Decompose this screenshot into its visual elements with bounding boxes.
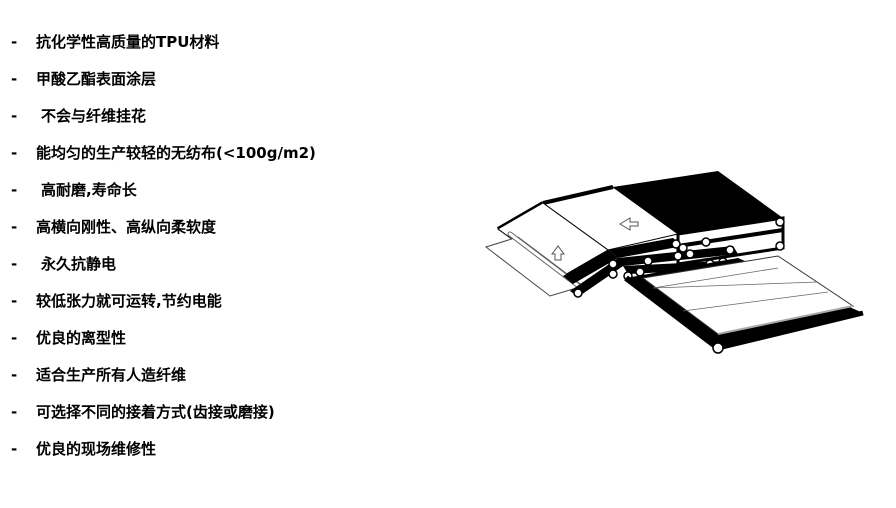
bullet-marker: - bbox=[11, 107, 18, 125]
conveyor-belt-illustration bbox=[478, 166, 866, 356]
conveyor-belt-icon bbox=[484, 171, 864, 354]
bullet-text: 适合生产所有人造纤维 bbox=[36, 366, 187, 384]
list-item: -较低张力就可运转,节约电能 bbox=[0, 289, 460, 313]
bullet-text: 不会与纤维挂花 bbox=[41, 107, 147, 125]
bullet-text: 永久抗静电 bbox=[41, 255, 117, 273]
bullet-marker: - bbox=[11, 292, 18, 310]
bullet-text: 甲酸乙酯表面涂层 bbox=[36, 70, 157, 88]
list-item: - 不会与纤维挂花 bbox=[0, 104, 460, 128]
list-item: -甲酸乙酯表面涂层 bbox=[0, 67, 460, 91]
bullet-marker: - bbox=[11, 329, 18, 347]
list-item: -抗化学性高质量的TPU材料 bbox=[0, 30, 460, 54]
bullet-text: 能均匀的生产较轻的无纺布(<100g/m2) bbox=[36, 144, 316, 162]
bullet-marker: - bbox=[11, 70, 18, 88]
bullet-marker: - bbox=[11, 403, 18, 421]
bullet-marker: - bbox=[11, 440, 18, 458]
bullet-text: 高耐磨,寿命长 bbox=[41, 181, 137, 199]
bullet-text: 高横向刚性、高纵向柔软度 bbox=[36, 218, 217, 236]
bullet-text: 可选择不同的接着方式(齿接或磨接) bbox=[36, 403, 275, 421]
bullet-text: 优良的离型性 bbox=[36, 329, 127, 347]
bullet-marker: - bbox=[11, 181, 18, 199]
bullet-marker: - bbox=[11, 33, 18, 51]
bullet-marker: - bbox=[11, 255, 18, 273]
bullet-marker: - bbox=[11, 366, 18, 384]
bullet-marker: - bbox=[11, 144, 18, 162]
list-item: -优良的现场维修性 bbox=[0, 437, 460, 461]
bullet-marker: - bbox=[11, 218, 18, 236]
list-item: - 高耐磨,寿命长 bbox=[0, 178, 460, 202]
bullet-text: 抗化学性高质量的TPU材料 bbox=[36, 33, 220, 51]
list-item: -可选择不同的接着方式(齿接或磨接) bbox=[0, 400, 460, 424]
list-item: -适合生产所有人造纤维 bbox=[0, 363, 460, 387]
list-item: -优良的离型性 bbox=[0, 326, 460, 350]
list-item: - 永久抗静电 bbox=[0, 252, 460, 276]
list-item: -高横向刚性、高纵向柔软度 bbox=[0, 215, 460, 239]
bullet-text: 较低张力就可运转,节约电能 bbox=[36, 292, 222, 310]
list-item: -能均匀的生产较轻的无纺布(<100g/m2) bbox=[0, 141, 460, 165]
bullet-text: 优良的现场维修性 bbox=[36, 440, 157, 458]
